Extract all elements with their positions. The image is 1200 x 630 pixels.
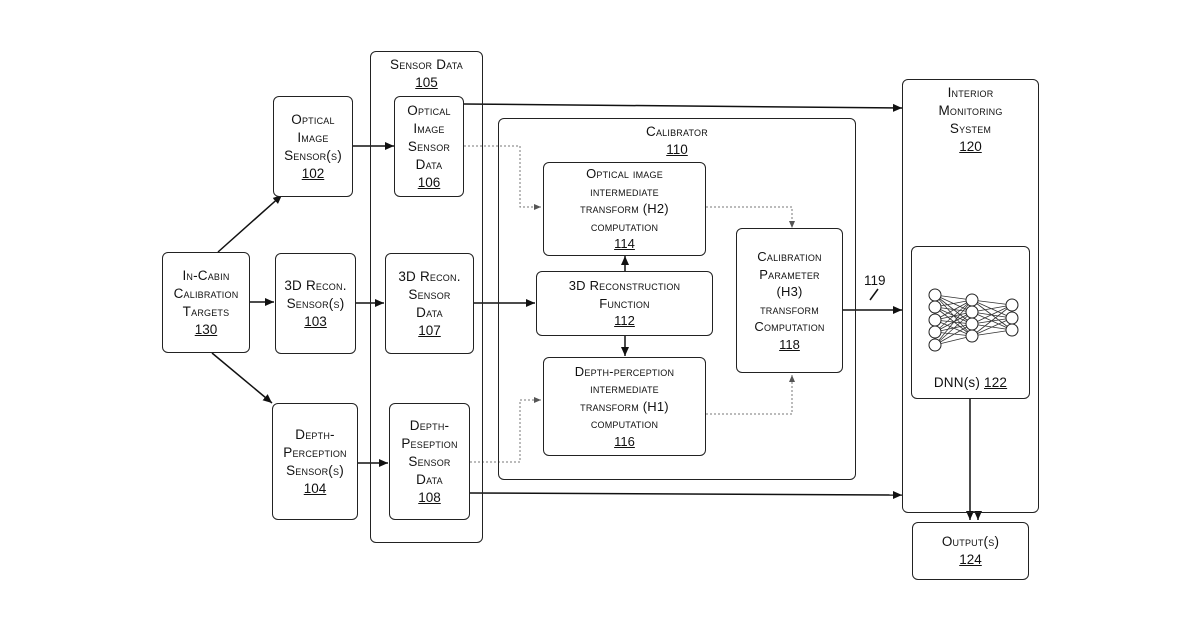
monitoring-ref: 120: [959, 138, 982, 156]
monitoring-line-1: Interior: [948, 84, 994, 102]
h2-ref: 114: [614, 235, 635, 253]
h3-line-2: Parameter: [759, 266, 819, 284]
h1-line-1: Depth-perception: [575, 363, 674, 381]
output-line-1: Output(s): [942, 533, 999, 551]
h1-line-3: transform (H1): [580, 398, 669, 416]
recon-sensor-line-2: Sensor(s): [287, 295, 345, 313]
arrow-depth-data-to-monitoring: [470, 493, 902, 495]
h3-line-5: Computation: [754, 318, 824, 336]
h2-line-2: intermediate: [590, 183, 659, 201]
depth-data-line-3: Sensor: [408, 453, 450, 471]
depth-data-ref: 108: [418, 489, 441, 507]
recon-sensor-data-box: 3D Recon. Sensor Data 107: [385, 253, 474, 354]
recon-data-line-1: 3D Recon.: [398, 268, 460, 286]
optical-data-ref: 106: [418, 174, 441, 192]
output-ref: 124: [959, 551, 982, 569]
depth-sensor-ref: 104: [304, 480, 327, 498]
label-119-leader: [870, 289, 878, 300]
calibration-parameter-box: Calibration Parameter (H3) transform Com…: [736, 228, 843, 373]
depth-sensor-line-1: Depth-: [295, 426, 334, 444]
optical-data-line-4: Data: [416, 156, 443, 174]
h3-line-4: transform: [760, 301, 819, 319]
calibrator-ref: 110: [666, 141, 688, 159]
h2-line-4: computation: [591, 218, 658, 236]
optical-sensor-data-box: Optical Image Sensor Data 106: [394, 96, 464, 197]
function-ref: 112: [614, 312, 635, 330]
optical-data-line-1: Optical: [407, 102, 450, 120]
optical-image-sensor-box: Optical Image Sensor(s) 102: [273, 96, 353, 197]
dnn-label-row: DNN(s) 122: [934, 374, 1007, 392]
h1-line-4: computation: [591, 415, 658, 433]
calibration-targets-box: In-Cabin Calibration Targets 130: [162, 252, 250, 353]
depth-sensor-data-box: Depth- Peseption Sensor Data 108: [389, 403, 470, 520]
monitoring-line-2: Monitoring: [938, 102, 1002, 120]
optical-data-line-2: Image: [413, 120, 444, 138]
depth-data-line-2: Peseption: [401, 435, 457, 453]
h3-line-3: (H3): [776, 283, 802, 301]
optical-data-line-3: Sensor: [408, 138, 450, 156]
recon-data-line-2: Sensor: [408, 286, 450, 304]
sensor-data-title: Sensor Data: [390, 56, 463, 74]
arrow-targets-to-depth: [212, 353, 272, 403]
targets-line-1: In-Cabin: [182, 267, 229, 285]
h1-ref: 116: [614, 433, 635, 451]
output-box: Output(s) 124: [912, 522, 1029, 580]
arrow-targets-to-optical: [218, 195, 282, 252]
link-label-119: 119: [864, 273, 886, 288]
recon-function-box: 3D Reconstruction Function 112: [536, 271, 713, 336]
recon-sensor-box: 3D Recon. Sensor(s) 103: [275, 253, 356, 354]
optical-transform-box: Optical image intermediate transform (H2…: [543, 162, 706, 256]
targets-ref: 130: [195, 321, 218, 339]
function-line-1: 3D Reconstruction: [569, 277, 681, 295]
depth-data-line-1: Depth-: [410, 417, 449, 435]
depth-transform-box: Depth-perception intermediate transform …: [543, 357, 706, 456]
h2-line-1: Optical image: [586, 165, 663, 183]
calibrator-title: Calibrator: [646, 123, 708, 141]
recon-data-ref: 107: [418, 322, 441, 340]
recon-sensor-line-1: 3D Recon.: [284, 277, 346, 295]
dnn-label: DNN(s): [934, 375, 980, 390]
h1-line-2: intermediate: [590, 380, 659, 398]
optical-sensor-ref: 102: [302, 165, 325, 183]
sensor-data-ref: 105: [415, 74, 438, 92]
targets-line-2: Calibration: [174, 285, 239, 303]
arrow-optical-data-to-monitoring: [464, 104, 902, 108]
h3-line-1: Calibration: [757, 248, 821, 266]
h3-ref: 118: [779, 336, 800, 354]
recon-data-line-3: Data: [416, 304, 443, 322]
h2-line-3: transform (H2): [580, 200, 669, 218]
optical-sensor-line-2: Image: [297, 129, 328, 147]
depth-data-line-4: Data: [416, 471, 443, 489]
function-line-2: Function: [599, 295, 650, 313]
depth-sensor-box: Depth- Perception Sensor(s) 104: [272, 403, 358, 520]
dnn-box: DNN(s) 122: [911, 246, 1030, 399]
depth-sensor-line-3: Sensor(s): [286, 462, 344, 480]
optical-sensor-line-3: Sensor(s): [284, 147, 342, 165]
depth-sensor-line-2: Perception: [283, 444, 347, 462]
targets-line-3: Targets: [183, 303, 230, 321]
monitoring-line-3: System: [950, 120, 991, 138]
optical-sensor-line-1: Optical: [291, 111, 334, 129]
dnn-ref: 122: [984, 375, 1007, 390]
recon-sensor-ref: 103: [304, 313, 327, 331]
